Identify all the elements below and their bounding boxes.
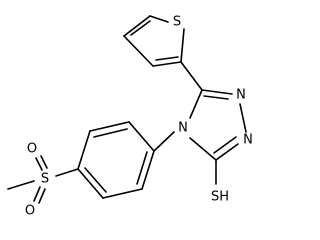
bond-n2-c3-b [213, 136, 237, 154]
bond-thiophene-c2-c3-double-a [152, 61, 182, 67]
phenyl-ring [77, 121, 175, 199]
bond-thiophene-c4-c5-b [130, 20, 151, 36]
bond-n4-c5 [189, 89, 203, 119]
atom-label-n-lower: N [243, 133, 253, 148]
bond-thiophene-c4-c5-a [123, 15, 151, 37]
atom-labels: S N N N SH S O O [25, 15, 253, 219]
thiophene-ring [123, 15, 185, 67]
bond-thiophene-s-c2 [180, 28, 185, 63]
bond-sulfur-methyl [7, 180, 35, 190]
bond-thiophene-c3-c4 [123, 35, 154, 67]
atom-label-s-sulfonyl: S [41, 172, 49, 187]
atom-label-o-top: O [27, 142, 37, 157]
molecule-structure-diagram: S N N N SH S O O [7, 15, 253, 219]
atom-label-n-upper: N [236, 88, 246, 103]
bond-thiophene-c2-c3-double-b [155, 56, 179, 61]
bond-s-o-top-a [35, 157, 43, 171]
bond-n4-phenyl [153, 131, 175, 152]
bond-ph-c3-c4 [77, 130, 91, 170]
bond-thiophene-c5-s [149, 15, 169, 23]
bond-ph-c4-c5 [77, 168, 104, 199]
atom-label-o-bottom: O [25, 204, 35, 219]
bond-ph-inner-b [84, 167, 107, 193]
bond-n1-n2 [239, 103, 247, 133]
bond-s-o-top-b [40, 155, 48, 169]
bond-c3-n4 [189, 137, 217, 161]
bond-c5-n1-double-a [201, 89, 233, 95]
sulfonyl-group [7, 155, 79, 204]
atom-label-n-ring: N [178, 121, 188, 136]
bond-thiophene-triazole-link [180, 61, 203, 91]
bond-ph-c5-c6 [102, 188, 143, 199]
bond-ph-inner-c [136, 151, 148, 185]
bond-ph-c6-c1 [141, 150, 155, 190]
bond-s-o-bottom-a [33, 186, 41, 202]
bond-n2-c3-a [215, 143, 239, 161]
bond-ph-c2-c3 [89, 121, 130, 132]
bond-ph-c1-c2 [128, 121, 155, 152]
bond-c5-n1-double-b [203, 95, 229, 100]
atom-label-sh: SH [211, 190, 229, 205]
bond-s-o-bottom-b [38, 188, 46, 204]
triazole-ring [180, 61, 247, 185]
bond-phenyl-sulfur [55, 168, 79, 177]
atom-label-s-thiophene: S [173, 15, 181, 30]
bond-ph-inner-a [93, 128, 128, 138]
